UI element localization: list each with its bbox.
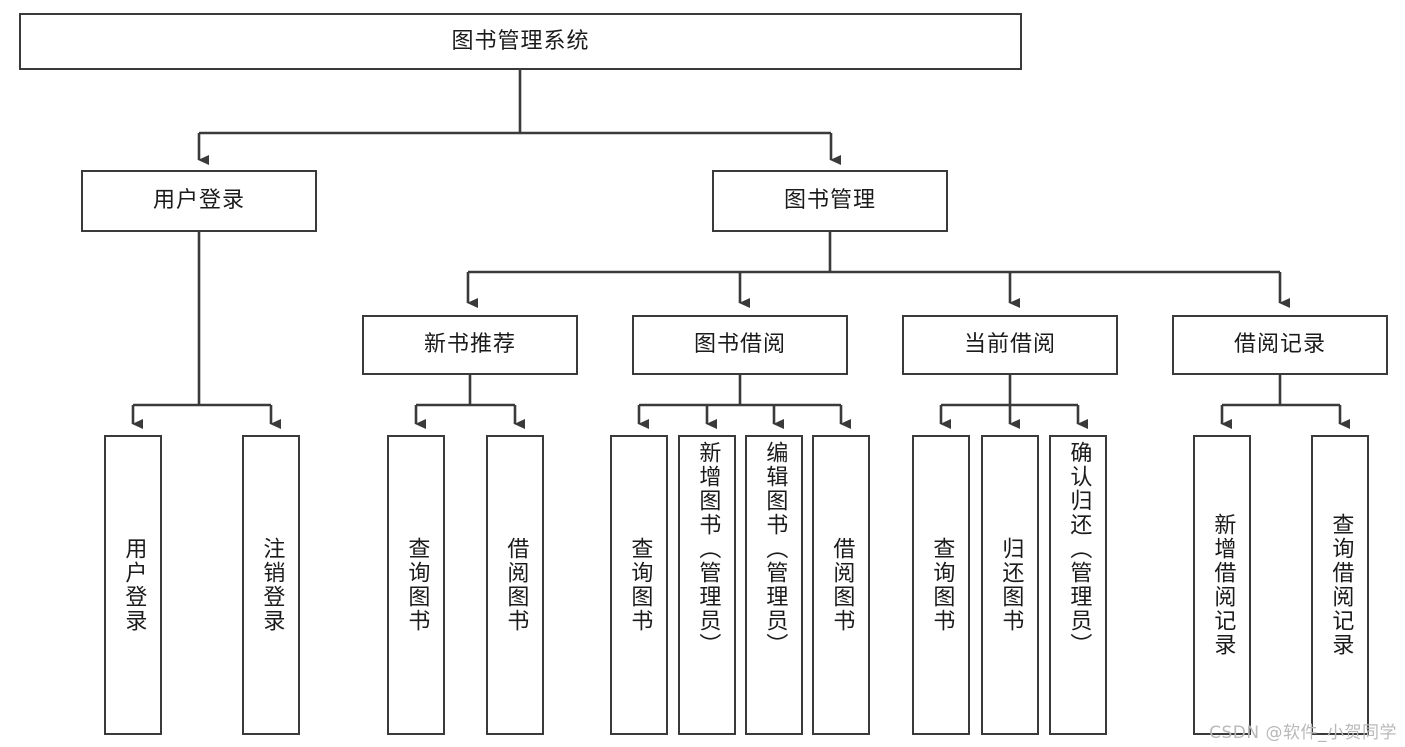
leaf-user-login-label: 用户登录 xyxy=(121,537,147,633)
node-book-borrow[interactable]: 图书借阅 xyxy=(632,315,848,375)
leaf-edit-book-admin-label: 编辑图书（管理员） xyxy=(762,441,788,657)
leaf-query-book-rec-wrap: 查询图书 xyxy=(403,437,430,733)
node-borrow-record-label: 借阅记录 xyxy=(1233,332,1326,357)
leaf-return-book-label: 归还图书 xyxy=(998,537,1024,633)
leaf-add-borrow-record-label: 新增借阅记录 xyxy=(1210,513,1236,657)
node-root-system[interactable]: 图书管理系统 xyxy=(19,13,1022,70)
node-book-manage[interactable]: 图书管理 xyxy=(712,170,948,232)
leaf-borrow-book-wrap: 借阅图书 xyxy=(828,437,855,733)
node-leaf-query-book[interactable]: 查询图书 xyxy=(610,435,668,735)
node-leaf-add-book-admin[interactable]: 新增图书（管理员） xyxy=(678,435,736,735)
leaf-query-book-rec-label: 查询图书 xyxy=(404,537,430,633)
node-leaf-query-book-current[interactable]: 查询图书 xyxy=(912,435,970,735)
leaf-query-borrow-record-label: 查询借阅记录 xyxy=(1328,513,1354,657)
node-current-borrow-label: 当前借阅 xyxy=(963,332,1056,357)
node-leaf-user-login[interactable]: 用户登录 xyxy=(104,435,162,735)
leaf-logout-label: 注销登录 xyxy=(259,537,285,633)
csdn-watermark: CSDN @软件_小贺同学 xyxy=(1209,723,1397,743)
node-new-book-recommend[interactable]: 新书推荐 xyxy=(362,315,578,375)
node-borrow-record[interactable]: 借阅记录 xyxy=(1172,315,1388,375)
leaf-query-book-current-label: 查询图书 xyxy=(929,537,955,633)
node-current-borrow[interactable]: 当前借阅 xyxy=(902,315,1118,375)
leaf-borrow-book-label: 借阅图书 xyxy=(829,537,855,633)
leaf-return-book-wrap: 归还图书 xyxy=(997,437,1024,733)
leaf-borrow-book-rec-wrap: 借阅图书 xyxy=(502,437,529,733)
leaf-user-login-wrap: 用户登录 xyxy=(120,437,147,733)
node-leaf-edit-book-admin[interactable]: 编辑图书（管理员） xyxy=(745,435,803,735)
node-leaf-logout[interactable]: 注销登录 xyxy=(242,435,300,735)
leaf-query-borrow-record-wrap: 查询借阅记录 xyxy=(1327,437,1354,733)
leaf-query-book-wrap: 查询图书 xyxy=(626,437,653,733)
leaf-query-book-label: 查询图书 xyxy=(627,537,653,633)
node-leaf-borrow-book-rec[interactable]: 借阅图书 xyxy=(486,435,544,735)
leaf-logout-wrap: 注销登录 xyxy=(258,437,285,733)
node-leaf-confirm-return-admin[interactable]: 确认归还（管理员） xyxy=(1049,435,1107,735)
leaf-confirm-return-admin-label: 确认归还（管理员） xyxy=(1066,441,1092,657)
leaf-add-borrow-record-wrap: 新增借阅记录 xyxy=(1209,437,1236,733)
node-root-label: 图书管理系统 xyxy=(451,28,590,54)
node-book-borrow-label: 图书借阅 xyxy=(693,332,786,357)
leaf-add-book-admin-wrap: 新增图书（管理员） xyxy=(694,437,721,733)
leaf-add-book-admin-label: 新增图书（管理员） xyxy=(695,441,721,657)
node-user-login[interactable]: 用户登录 xyxy=(81,170,317,232)
leaf-query-book-current-wrap: 查询图书 xyxy=(928,437,955,733)
node-new-book-recommend-label: 新书推荐 xyxy=(423,332,516,357)
node-leaf-return-book[interactable]: 归还图书 xyxy=(981,435,1039,735)
leaf-edit-book-admin-wrap: 编辑图书（管理员） xyxy=(761,437,788,733)
node-leaf-query-borrow-record[interactable]: 查询借阅记录 xyxy=(1311,435,1369,735)
node-leaf-borrow-book[interactable]: 借阅图书 xyxy=(812,435,870,735)
node-leaf-query-book-rec[interactable]: 查询图书 xyxy=(387,435,445,735)
node-user-login-label: 用户登录 xyxy=(152,188,245,213)
node-book-manage-label: 图书管理 xyxy=(783,188,876,213)
leaf-confirm-return-admin-wrap: 确认归还（管理员） xyxy=(1065,437,1092,733)
node-leaf-add-borrow-record[interactable]: 新增借阅记录 xyxy=(1193,435,1251,735)
leaf-borrow-book-rec-label: 借阅图书 xyxy=(503,537,529,633)
